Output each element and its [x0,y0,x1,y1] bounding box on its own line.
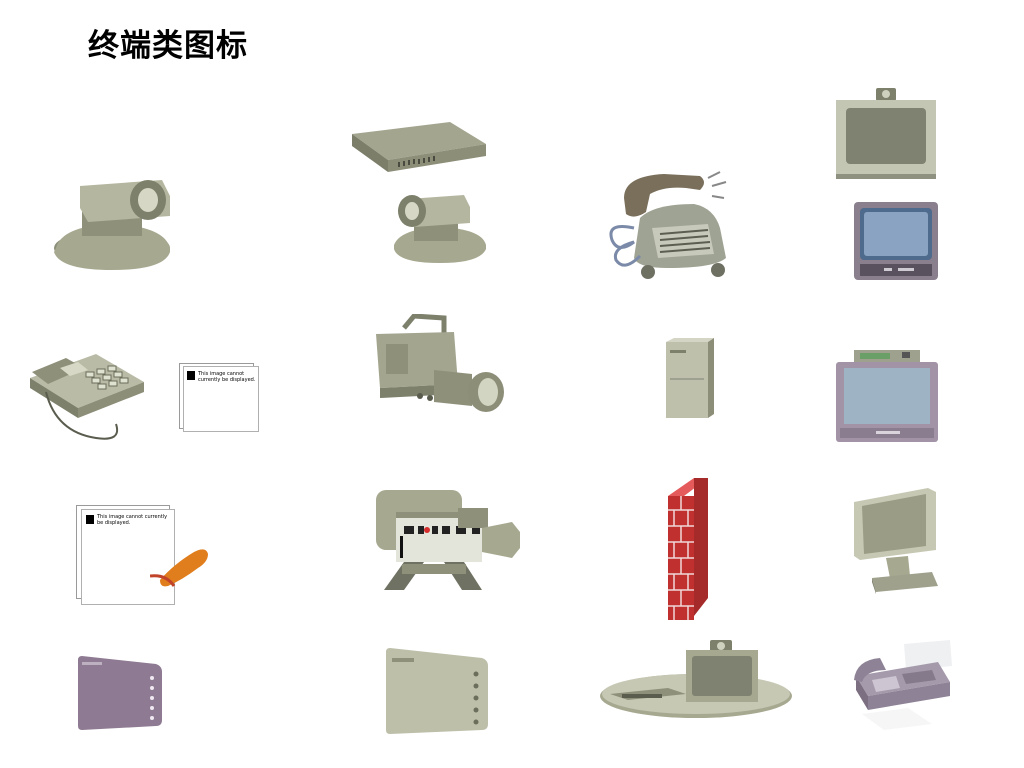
conference-terminal-icon [598,638,794,722]
camera-icon [52,178,174,270]
page-title: 终端类图标 [88,28,248,64]
server-icon [664,338,718,420]
purple-access-point-icon [76,656,164,730]
placeholder-message: This image cannot currently be displayed… [97,514,168,526]
video-terminal-icon [836,88,938,180]
video-camera-icon [374,314,506,416]
monitor-icon [852,486,940,594]
desk-phone-icon [26,352,148,444]
fax-icon [852,640,956,730]
firewall-icon [666,476,710,622]
telephone-icon [604,168,730,280]
handset-icon [150,546,210,588]
set-top-box-tv-icon [836,348,940,444]
modem-icon [350,120,488,176]
placeholder-message: This image cannot currently be displayed… [198,371,256,383]
image-placeholder: This image cannot currently be displayed… [179,363,259,432]
television-icon [854,200,940,282]
camera-small-icon [392,193,488,263]
image-placeholder: This image cannot currently be displayed… [76,505,175,605]
film-camera-icon [374,488,522,590]
gray-access-point-icon [384,648,490,734]
